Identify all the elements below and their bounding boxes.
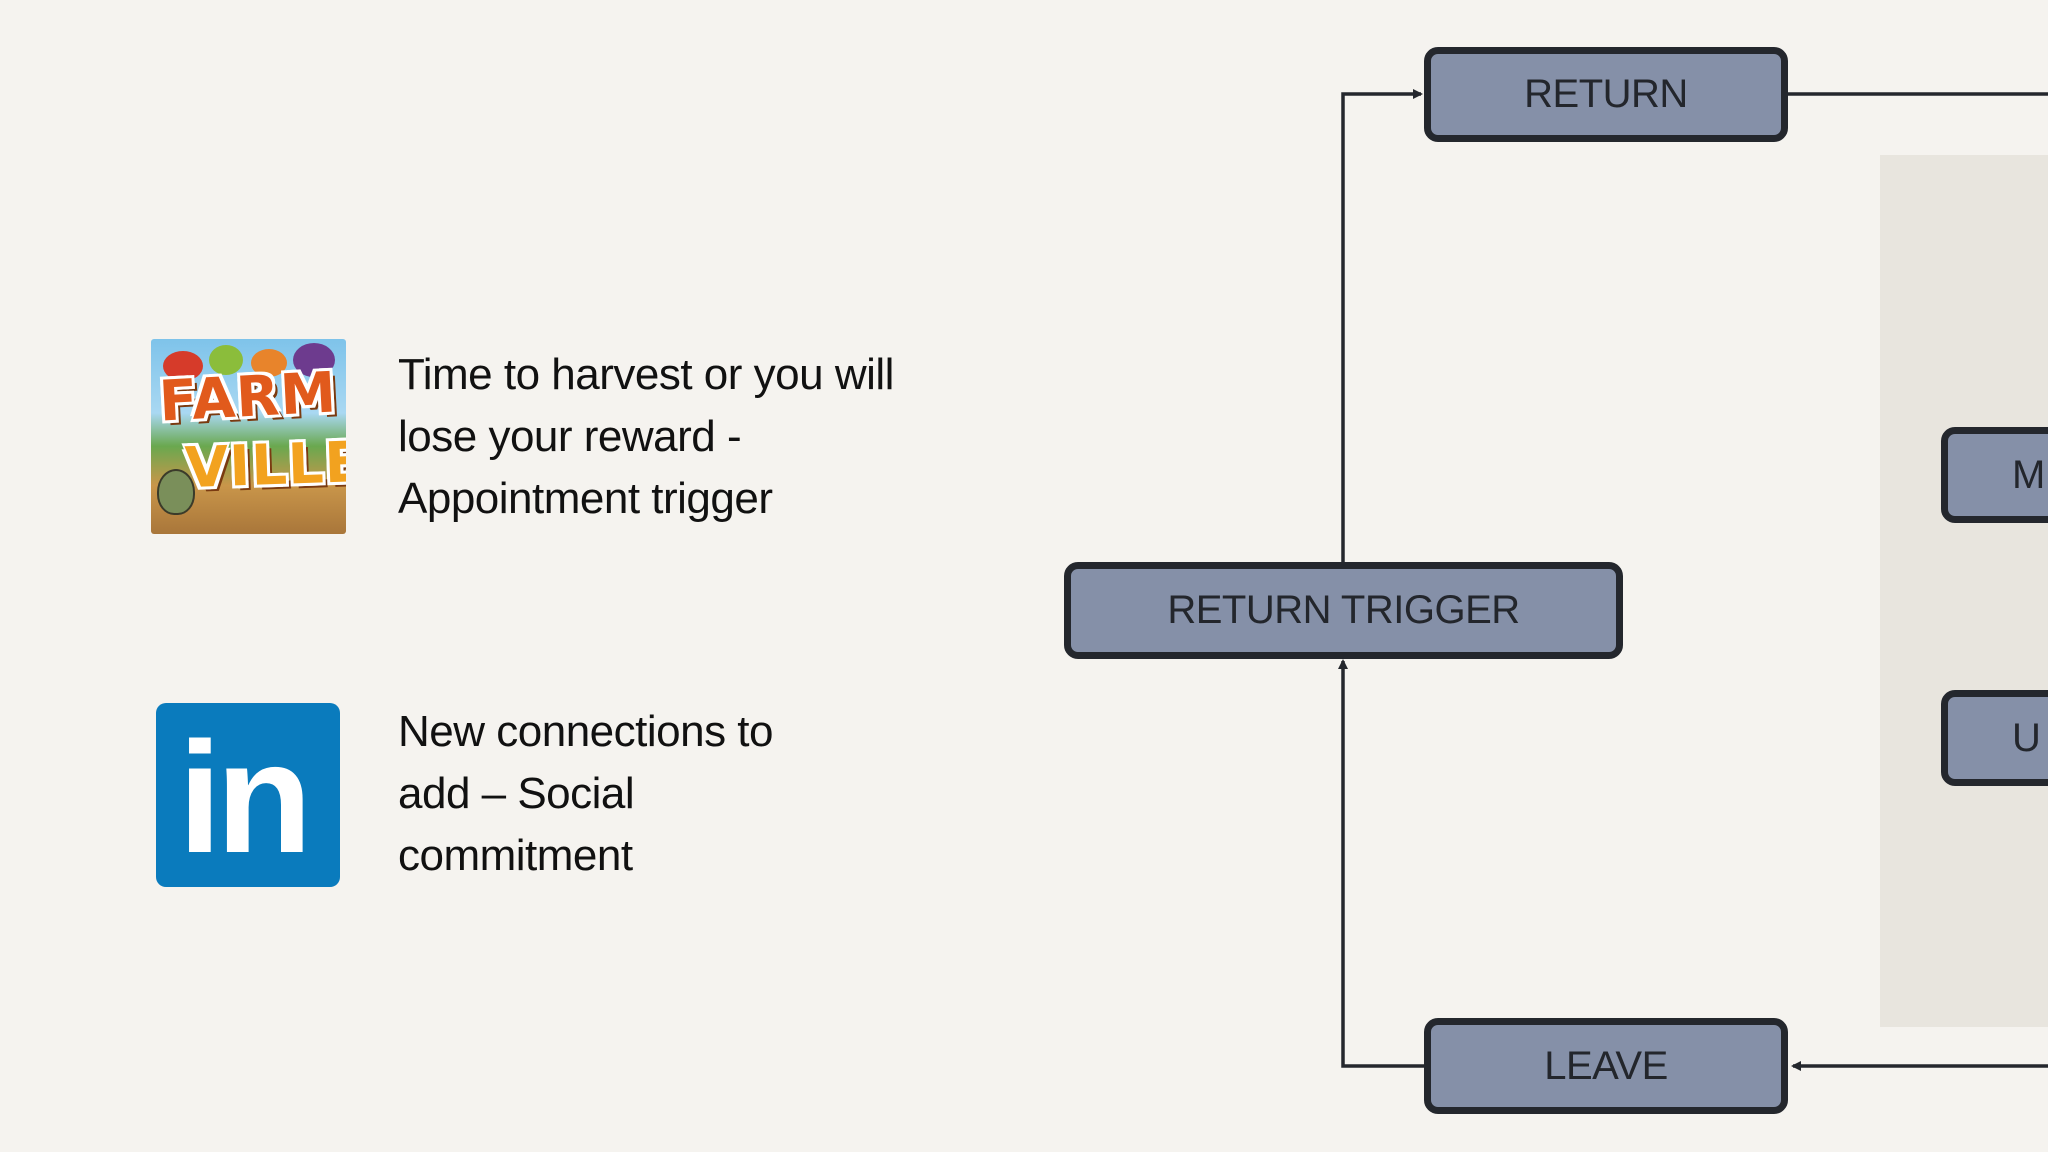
return-trigger-node: RETURN TRIGGER bbox=[1064, 562, 1623, 659]
partial-lower-node: U bbox=[1941, 690, 2048, 786]
linkedin-logo: in bbox=[156, 703, 340, 887]
partial-upper-node: M bbox=[1941, 427, 2048, 523]
description-line: lose your reward - bbox=[398, 412, 742, 461]
farmville-description: Time to harvest or you will lose your re… bbox=[398, 344, 958, 530]
vegetable-icon bbox=[251, 349, 287, 377]
vegetable-icon bbox=[209, 345, 243, 375]
description-line: add – Social bbox=[398, 769, 635, 818]
description-line: Appointment trigger bbox=[398, 474, 773, 523]
leave-node: LEAVE bbox=[1424, 1018, 1788, 1114]
vegetable-icon bbox=[163, 351, 203, 381]
leave-to-trigger-connector bbox=[1338, 659, 1426, 1068]
duck-icon bbox=[157, 469, 195, 515]
description-line: New connections to bbox=[398, 707, 774, 756]
farmville-logo-farm: FARM bbox=[157, 360, 339, 435]
return-node: RETURN bbox=[1424, 47, 1788, 142]
linkedin-description: New connections to add – Social commitme… bbox=[398, 701, 958, 887]
description-line: commitment bbox=[398, 831, 633, 880]
right-panel bbox=[1880, 155, 2048, 1027]
farmville-logo: FARM VILLE bbox=[151, 339, 346, 534]
description-line: Time to harvest or you will bbox=[398, 350, 894, 399]
vegetable-icon bbox=[293, 343, 335, 377]
farmville-logo-ville: VILLE bbox=[183, 429, 346, 502]
trigger-to-return-connector bbox=[1341, 89, 1423, 562]
linkedin-logo-text: in bbox=[178, 710, 312, 886]
